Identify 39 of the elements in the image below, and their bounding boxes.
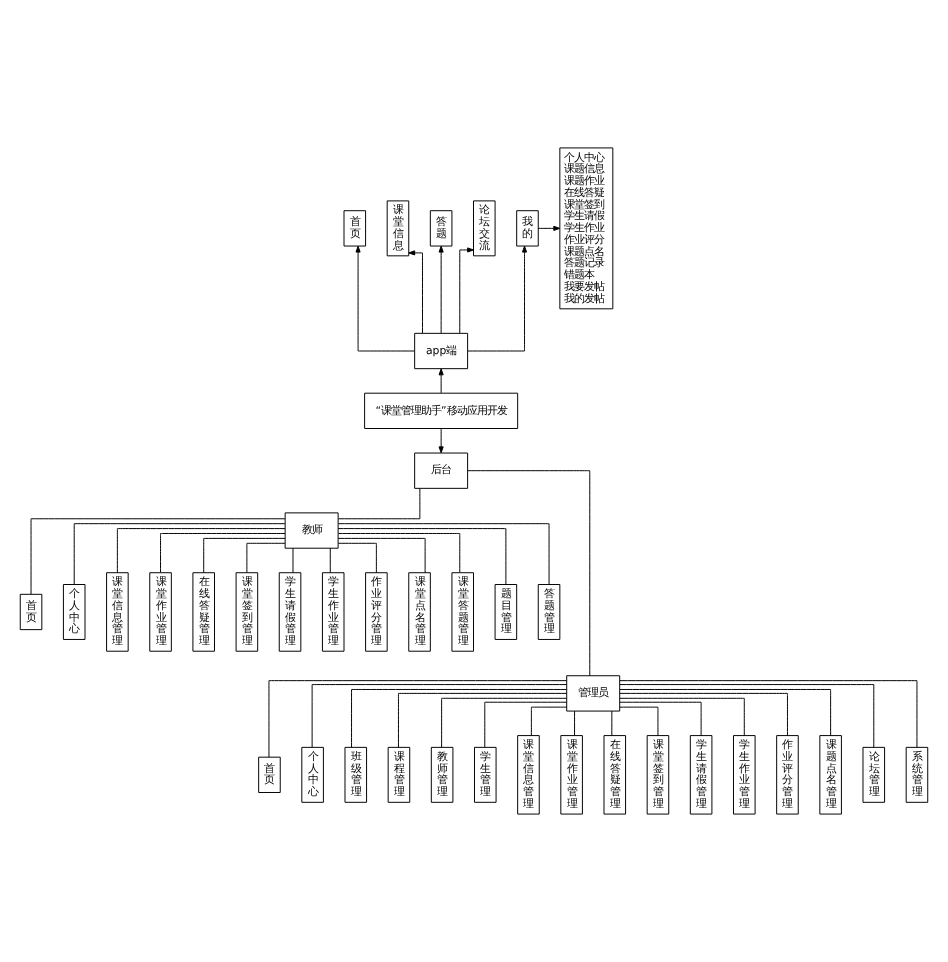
connector <box>337 488 421 520</box>
connector <box>337 528 507 585</box>
connector <box>441 697 567 748</box>
connector <box>619 689 832 736</box>
connector <box>467 470 591 677</box>
connector <box>619 706 659 736</box>
connector <box>611 710 613 736</box>
connector <box>311 684 567 748</box>
arrow <box>467 245 528 352</box>
arrow <box>537 225 561 231</box>
connector <box>619 680 918 748</box>
connector <box>619 701 702 737</box>
connector <box>337 533 461 573</box>
arrow <box>438 245 444 334</box>
connector <box>397 692 568 748</box>
connector <box>337 523 550 585</box>
arrow <box>355 245 415 352</box>
connector <box>530 706 568 736</box>
connector <box>73 523 286 585</box>
connector <box>351 689 567 748</box>
connector <box>292 547 294 574</box>
arrow <box>438 368 444 394</box>
connector <box>30 518 286 595</box>
arrow <box>438 428 444 454</box>
connector <box>574 710 576 736</box>
connector <box>619 684 875 748</box>
connector <box>268 680 568 758</box>
connector <box>484 701 568 748</box>
connector <box>329 547 331 574</box>
arrow <box>408 250 423 334</box>
connector <box>619 692 788 737</box>
connector <box>203 537 286 574</box>
arrow <box>459 247 474 334</box>
connector <box>337 542 377 573</box>
connector <box>160 533 286 573</box>
connector <box>619 697 745 736</box>
connector <box>246 542 286 573</box>
connector <box>116 528 286 574</box>
connector <box>337 537 426 574</box>
